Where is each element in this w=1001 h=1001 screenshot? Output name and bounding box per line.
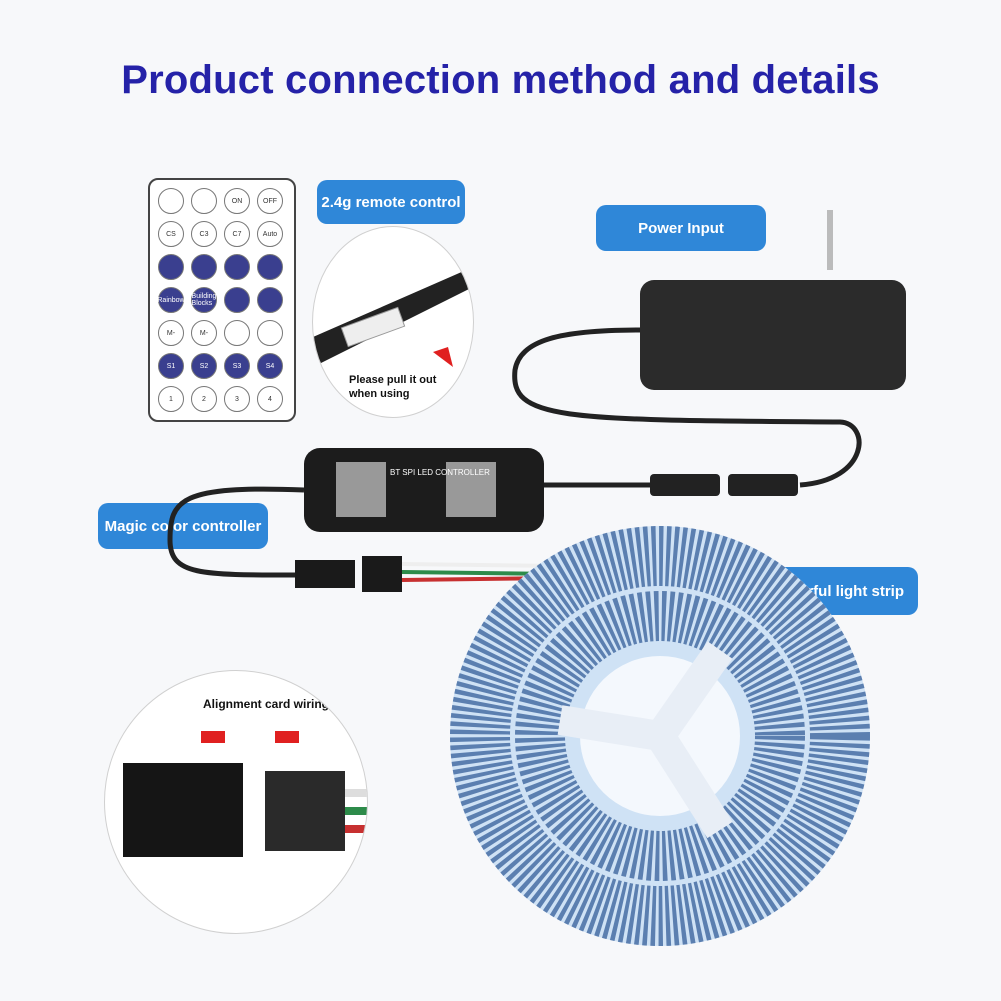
qr-code	[336, 462, 386, 517]
remote-button	[158, 254, 184, 280]
remote-button	[257, 287, 283, 313]
jst-connector	[362, 556, 402, 592]
remote-button	[158, 188, 184, 214]
dc-connector	[728, 474, 798, 496]
remote-button: M-	[158, 320, 184, 346]
label-controller: Magic color controller	[98, 503, 268, 549]
remote-button	[257, 320, 283, 346]
remote-button: 4	[257, 386, 283, 412]
label-light-strip: Colorful light strip	[760, 567, 918, 615]
pull-tab-illustration	[313, 267, 473, 367]
pull-note: Please pull it out when using	[349, 374, 437, 400]
remote-button: Auto	[257, 221, 283, 247]
remote-button: S1	[158, 353, 184, 379]
remote-button	[224, 287, 250, 313]
remote-button: S4	[257, 353, 283, 379]
red-arrow-icon	[201, 731, 225, 743]
remote-button: 1	[158, 386, 184, 412]
remote-button	[191, 188, 217, 214]
controller-text: BT SPI LED CONTROLLER	[390, 468, 490, 477]
remote-button: 2	[191, 386, 217, 412]
label-remote: 2.4g remote control	[317, 180, 465, 224]
red-arrow-icon	[433, 347, 453, 367]
remote-button	[224, 320, 250, 346]
dc-connector	[650, 474, 720, 496]
label-power-input: Power Input	[596, 205, 766, 251]
remote-button: S2	[191, 353, 217, 379]
plug-prong	[827, 210, 833, 270]
remote-button: Rainbow	[157, 287, 185, 313]
remote-button	[224, 254, 250, 280]
remote-button	[257, 254, 283, 280]
power-adapter	[640, 280, 906, 390]
jst-connector	[295, 560, 355, 588]
alignment-illustration	[123, 731, 367, 857]
qr-code	[446, 462, 496, 517]
remote-button: CS	[158, 221, 184, 247]
remote-button: C7	[224, 221, 250, 247]
remote-button	[191, 254, 217, 280]
magic-controller	[304, 448, 544, 532]
alignment-detail-circle: Alignment card wiring	[104, 670, 368, 934]
remote-button: 3	[224, 386, 250, 412]
alignment-label: Alignment card wiring	[203, 697, 330, 711]
remote-button: C3	[191, 221, 217, 247]
remote-button: Building Blocks	[191, 287, 217, 313]
red-arrow-icon	[275, 731, 299, 743]
remote-button: OFF	[257, 188, 283, 214]
pull-tab-detail-circle: Please pull it out when using	[312, 226, 474, 418]
female-connector	[265, 771, 345, 851]
page-title: Product connection method and details	[121, 58, 880, 102]
remote-button: ON	[224, 188, 250, 214]
remote-button: M-	[191, 320, 217, 346]
male-connector	[123, 763, 243, 857]
remote-button: S3	[224, 353, 250, 379]
